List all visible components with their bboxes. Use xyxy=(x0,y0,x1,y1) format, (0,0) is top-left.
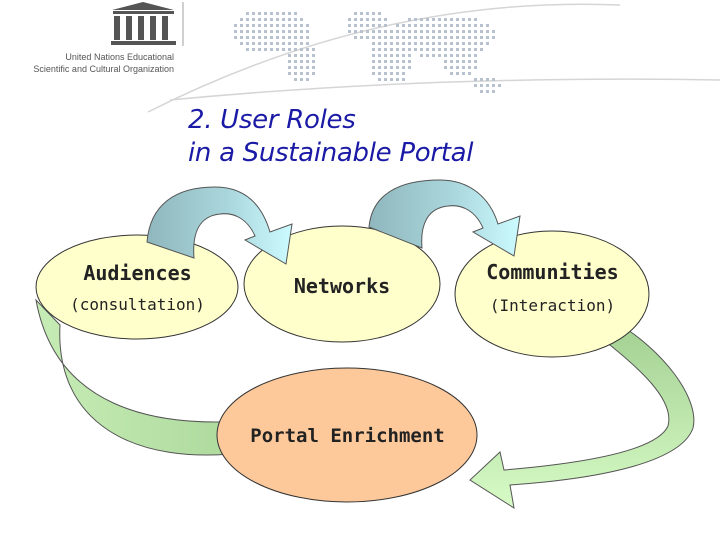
org-name-line-1: United Nations Educational xyxy=(65,52,174,62)
audiences-sublabel: (consultation) xyxy=(70,295,205,314)
header: United Nations Educational Scientific an… xyxy=(0,0,720,115)
communities-sublabel: (Interaction) xyxy=(489,296,616,315)
header-swoosh-2 xyxy=(169,78,720,101)
audiences-ellipse xyxy=(35,234,239,340)
communities-label: Communities xyxy=(486,260,619,284)
portal-enrichment-label: Portal Enrichment xyxy=(250,425,445,447)
node-communities: Communities (Interaction) xyxy=(455,260,650,315)
node-audiences: Audiences (consultation) xyxy=(55,261,220,314)
org-name-line-2: Scientific and Cultural Organization xyxy=(33,64,174,74)
communities-ellipse xyxy=(454,230,650,358)
title-line-1: 2. User Roles xyxy=(188,105,356,135)
networks-ellipse xyxy=(243,225,441,343)
org-name: United Nations Educational Scientific an… xyxy=(0,51,174,75)
page-title: 2. User Roles in a Sustainable Portal xyxy=(188,104,473,170)
header-swoosh xyxy=(147,3,621,113)
networks-label: Networks xyxy=(293,274,391,298)
arrow-communities-to-portal xyxy=(469,319,695,510)
unesco-logo-icon xyxy=(111,2,176,45)
header-graphics xyxy=(111,2,720,113)
arrow-networks-to-communities xyxy=(368,179,521,257)
portal-enrichment-ellipse xyxy=(216,367,478,503)
node-portal-enrichment: Portal Enrichment xyxy=(215,425,480,447)
arrow-audiences-to-networks xyxy=(146,186,293,265)
world-map-icon xyxy=(234,12,501,93)
title-line-2: in a Sustainable Portal xyxy=(188,138,474,168)
node-networks: Networks xyxy=(262,274,422,298)
audiences-label: Audiences xyxy=(83,261,192,285)
